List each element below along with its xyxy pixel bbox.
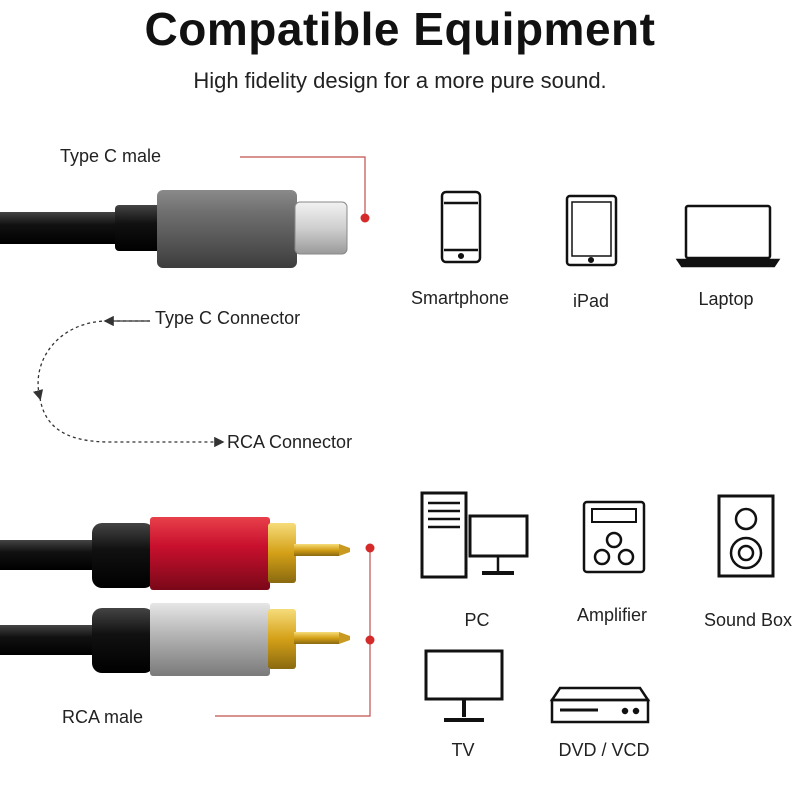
device-label-laptop: Laptop <box>698 289 754 309</box>
rca-connector-label: RCA Connector <box>227 432 353 452</box>
device-label-ipad: iPad <box>572 291 610 311</box>
device-label-smartphone: Smartphone <box>410 288 510 308</box>
device-label-sound-box: Sound Box <box>703 610 793 630</box>
rca-plug-red <box>0 517 350 590</box>
tv-icon <box>424 649 504 722</box>
arrow-to-rca <box>39 397 225 448</box>
dvd-player-icon <box>549 686 651 724</box>
device-label-pc: PC <box>464 610 490 630</box>
device-label-amplifier: Amplifier <box>576 605 648 625</box>
laptop-icon <box>675 204 781 268</box>
pc-icon <box>420 491 529 579</box>
type-c-plug <box>0 190 348 268</box>
page-title: Compatible Equipment <box>144 3 656 55</box>
speaker-icon <box>717 494 775 578</box>
device-label-tv: TV <box>451 740 475 760</box>
arrow-to-type-c <box>32 320 150 401</box>
type-c-connector-label: Type C Connector <box>155 308 301 328</box>
amplifier-icon <box>582 500 646 574</box>
rca-male-label: RCA male <box>62 707 144 727</box>
smartphone-icon <box>440 190 482 264</box>
page-subtitle: High fidelity design for a more pure sou… <box>193 68 607 93</box>
callout-line <box>215 548 371 717</box>
callout-line <box>240 156 366 218</box>
device-label-dvd: DVD / VCD <box>558 740 650 760</box>
rca-plug-white <box>0 603 350 676</box>
type-c-male-label: Type C male <box>60 146 162 166</box>
callout-dot <box>360 213 370 223</box>
tablet-icon <box>565 194 618 267</box>
